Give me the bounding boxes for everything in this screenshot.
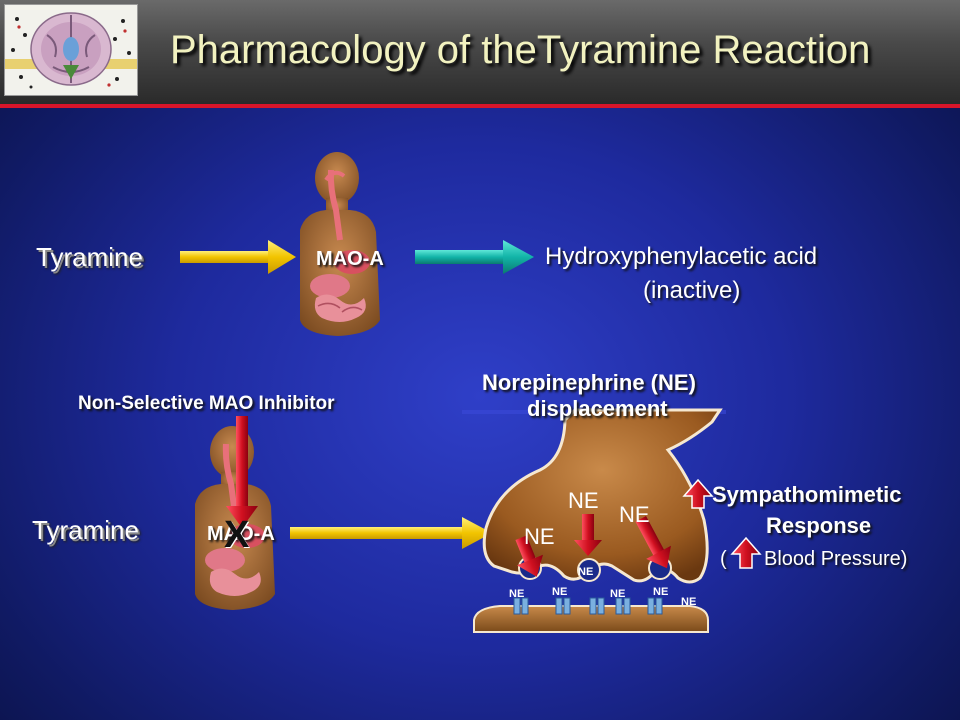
slide-title: Pharmacology of theTyramine Reaction	[170, 28, 871, 72]
ne-label: NE	[568, 488, 599, 513]
product-line1: Hydroxyphenylacetic acid	[545, 243, 818, 270]
ne-small-label: NE	[509, 588, 525, 600]
header-divider	[0, 104, 960, 108]
header-bar	[0, 0, 960, 104]
displacement-line1: Norepinephrine (NE)	[482, 370, 696, 395]
bp-text: Blood Pressure)	[764, 548, 908, 570]
blood-pressure-up-arrow-icon	[730, 536, 762, 569]
response-line2: Response	[766, 513, 872, 538]
ne-small-label: NE	[552, 586, 568, 598]
human-body-top-icon	[300, 152, 380, 336]
product-line2: (inactive)	[643, 277, 741, 304]
displacement-line2: displacement	[527, 396, 668, 421]
tyramine-label-bottom: Tyramine	[32, 515, 139, 545]
response-up-arrow-icon	[682, 478, 714, 509]
neuron-terminal-icon	[462, 408, 726, 633]
mao-a-label-top: MAO-A	[316, 248, 384, 270]
mao-a-label-bottom: MAO-A	[207, 523, 275, 545]
ne-small-label: NE	[653, 586, 669, 598]
teal-arrow-top-icon	[415, 240, 534, 274]
brain-logo-icon	[4, 4, 138, 96]
bp-open-paren: (	[720, 548, 727, 570]
ne-small-label: NE	[578, 566, 594, 578]
yellow-arrow-bottom-icon	[290, 517, 492, 549]
ne-label: NE	[619, 502, 650, 527]
inhibitor-label: Non-Selective MAO Inhibitor	[78, 393, 335, 414]
ne-small-label: NE	[681, 596, 697, 608]
block-mark: X	[224, 514, 250, 556]
ne-label: NE	[524, 524, 555, 549]
ne-small-label: NE	[610, 588, 626, 600]
response-line1: Sympathomimetic	[712, 482, 902, 507]
inhibitor-arrow-icon	[226, 416, 258, 528]
tyramine-label-top: Tyramine	[36, 242, 143, 272]
yellow-arrow-top-icon	[180, 240, 296, 274]
